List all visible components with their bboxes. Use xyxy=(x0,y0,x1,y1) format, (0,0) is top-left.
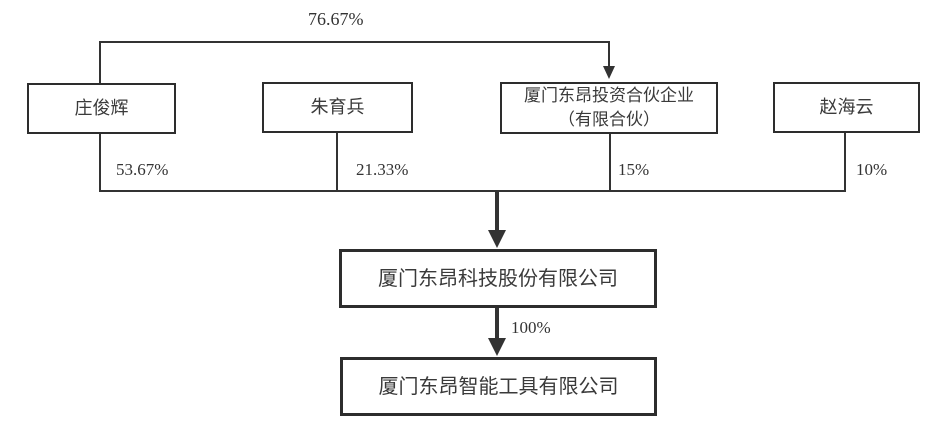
node-partnership: 厦门东昂投资合伙企业 （有限合伙） xyxy=(500,82,718,134)
collector-bus-line xyxy=(99,190,846,192)
node-shareholder4: 赵海云 xyxy=(773,82,920,133)
node-shareholder2: 朱育兵 xyxy=(262,82,413,133)
subsidiary-arrow-shaft xyxy=(495,308,499,339)
node-shareholder1: 庄俊辉 xyxy=(27,83,176,134)
shareholder1-percent-label: 53.67% xyxy=(116,160,169,179)
cross-holding-arrowhead-icon xyxy=(603,66,615,79)
node-partnership-label-line2: （有限合伙） xyxy=(558,110,660,129)
cross-holding-percent-label: 76.67% xyxy=(308,9,364,29)
subsidiary-arrowhead-icon xyxy=(488,338,506,356)
cross-holding-drop-line xyxy=(608,41,610,68)
node-partnership-label-line1: 厦门东昂投资合伙企业 xyxy=(524,86,694,105)
node-shareholder2-label: 朱育兵 xyxy=(310,96,365,117)
node-subsidiary-label: 厦门东昂智能工具有限公司 xyxy=(378,375,619,398)
shareholder2-percent-label: 21.33% xyxy=(356,160,409,179)
node-partnership-label: 厦门东昂投资合伙企业 （有限合伙） xyxy=(524,84,694,132)
subsidiary-percent-label: 100% xyxy=(511,318,551,337)
node-parent-company-label: 厦门东昂科技股份有限公司 xyxy=(378,267,618,290)
shareholder4-percent-label: 10% xyxy=(856,160,888,179)
node-shareholder4-label: 赵海云 xyxy=(819,96,874,117)
shareholder1-connector-line xyxy=(99,134,101,192)
parent-arrow-shaft xyxy=(495,192,499,232)
cross-holding-top-line xyxy=(99,41,610,43)
parent-arrowhead-icon xyxy=(488,230,506,248)
partnership-connector-line xyxy=(609,134,611,192)
cross-holding-riser-line xyxy=(99,41,101,84)
node-parent-company: 厦门东昂科技股份有限公司 xyxy=(339,249,657,308)
partnership-percent-label: 15% xyxy=(618,160,650,179)
shareholder4-connector-line xyxy=(844,133,846,192)
node-shareholder1-label: 庄俊辉 xyxy=(74,97,129,118)
node-subsidiary: 厦门东昂智能工具有限公司 xyxy=(340,357,657,416)
shareholder2-connector-line xyxy=(336,133,338,192)
